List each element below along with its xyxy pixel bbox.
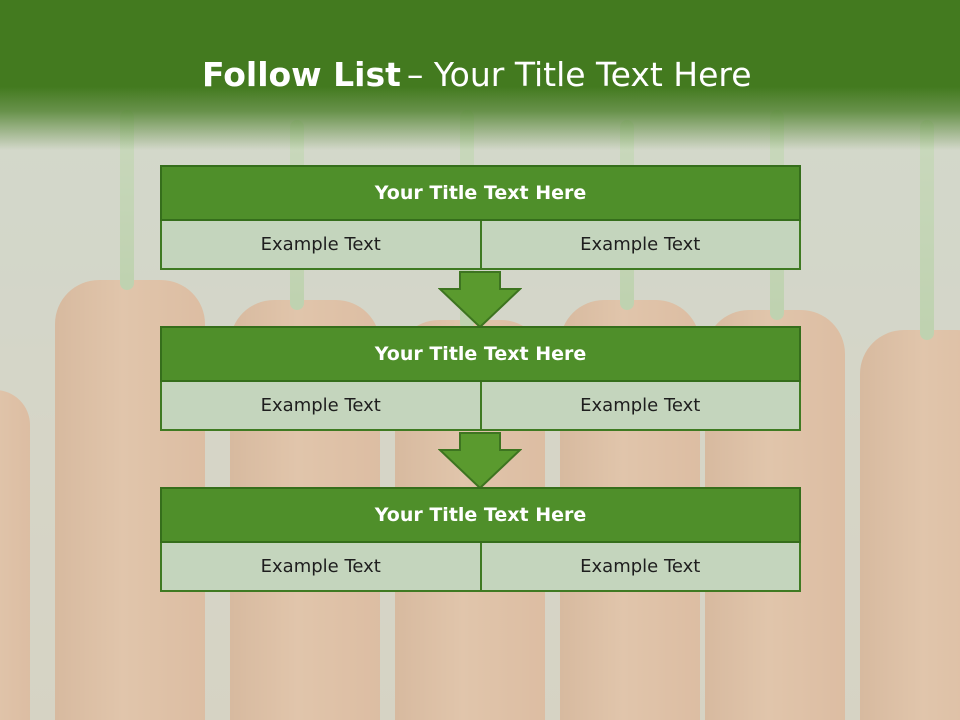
step-box-1: Your Title Text Here Example Text Exampl… — [160, 165, 801, 270]
down-arrow-icon — [438, 432, 522, 490]
step-box-3: Your Title Text Here Example Text Exampl… — [160, 487, 801, 592]
step-title: Your Title Text Here — [160, 487, 801, 543]
step-row: Example Text Example Text — [160, 543, 801, 592]
down-arrow-icon — [438, 271, 522, 329]
step-left-text: Example Text — [160, 221, 482, 270]
step-row: Example Text Example Text — [160, 382, 801, 431]
step-title: Your Title Text Here — [160, 326, 801, 382]
slide-title-rest: – Your Title Text Here — [406, 55, 752, 94]
step-title: Your Title Text Here — [160, 165, 801, 221]
step-left-text: Example Text — [160, 543, 482, 592]
step-right-text: Example Text — [481, 221, 801, 270]
title-banner: Follow List– Your Title Text Here — [0, 0, 960, 150]
step-box-2: Your Title Text Here Example Text Exampl… — [160, 326, 801, 431]
step-left-text: Example Text — [160, 382, 482, 431]
step-row: Example Text Example Text — [160, 221, 801, 270]
slide-title-bold: Follow List — [202, 55, 401, 94]
slide-title: Follow List– Your Title Text Here — [202, 52, 752, 98]
step-right-text: Example Text — [481, 543, 801, 592]
step-right-text: Example Text — [481, 382, 801, 431]
